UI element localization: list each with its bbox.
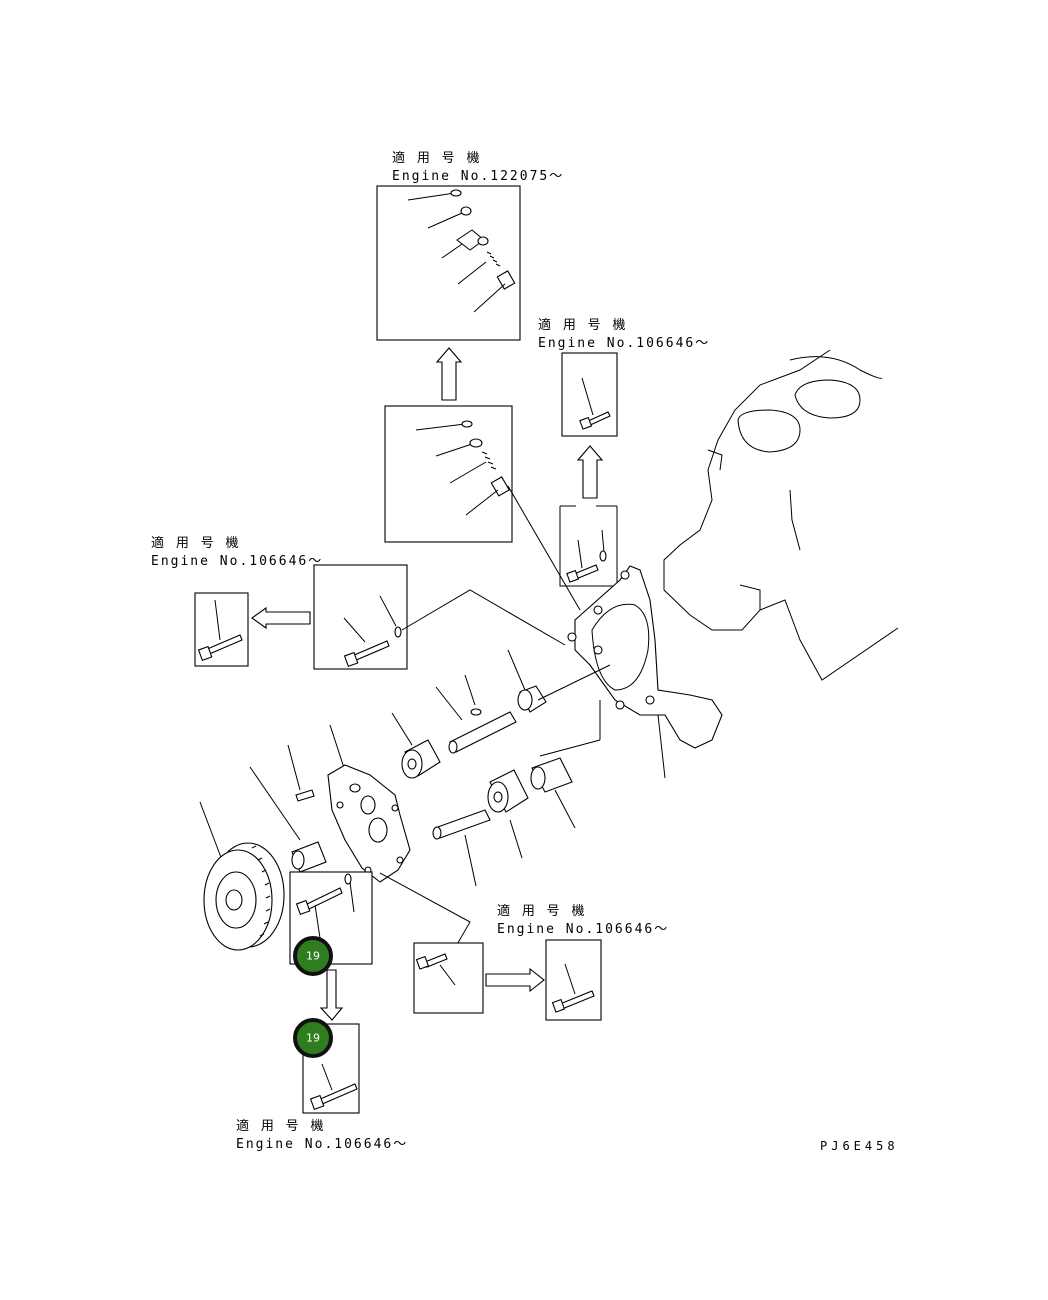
label-left-line1: 適 用 号 機	[151, 535, 240, 551]
arrow-up-right	[576, 445, 604, 499]
callout-19-upper[interactable]: 19	[293, 936, 333, 976]
detail-box-bottom-right: 適 用 号 機 Engine No.106646～	[413, 903, 669, 1021]
label-bottom-line1: 適 用 号 機	[236, 1118, 325, 1134]
label-bottom-line2: Engine No.106646～	[236, 1137, 408, 1152]
detail-box-middle	[384, 405, 513, 543]
label-right-upper-line1: 適 用 号 機	[538, 317, 627, 333]
cover-plate	[249, 724, 471, 961]
shafts-and-gears	[391, 649, 611, 887]
arrow-left	[251, 606, 311, 630]
label-top-line2: Engine No.122075～	[392, 169, 564, 184]
drive-gear	[199, 801, 285, 951]
leader-relief-to-housing	[507, 485, 581, 611]
engine-block	[663, 349, 899, 681]
label-top-line1: 適 用 号 機	[392, 150, 481, 166]
arrow-down	[319, 969, 344, 1021]
leader-left-to-housing	[401, 589, 566, 646]
callout-19-lower[interactable]: 19	[293, 1018, 333, 1058]
label-right-lower-line2: Engine No.106646～	[497, 922, 669, 937]
drawing-code: PJ6E458	[820, 1139, 899, 1153]
detail-box-right-upper: 適 用 号 機 Engine No.106646～	[538, 317, 710, 499]
label-right-lower-line1: 適 用 号 機	[497, 903, 586, 919]
detail-box-top: 適 用 号 機 Engine No.122075～	[376, 150, 564, 341]
arrow-right	[485, 967, 545, 993]
detail-box-left: 適 用 号 機 Engine No.106646～	[151, 535, 408, 670]
pump-housing	[567, 565, 723, 779]
callout-19-lower-number: 19	[306, 1032, 320, 1045]
callout-19-upper-number: 19	[306, 950, 320, 963]
detail-box-right-original	[559, 505, 618, 587]
arrow-up-center	[435, 347, 463, 401]
label-right-upper-line2: Engine No.106646～	[538, 336, 710, 351]
label-left-line2: Engine No.106646～	[151, 554, 323, 569]
